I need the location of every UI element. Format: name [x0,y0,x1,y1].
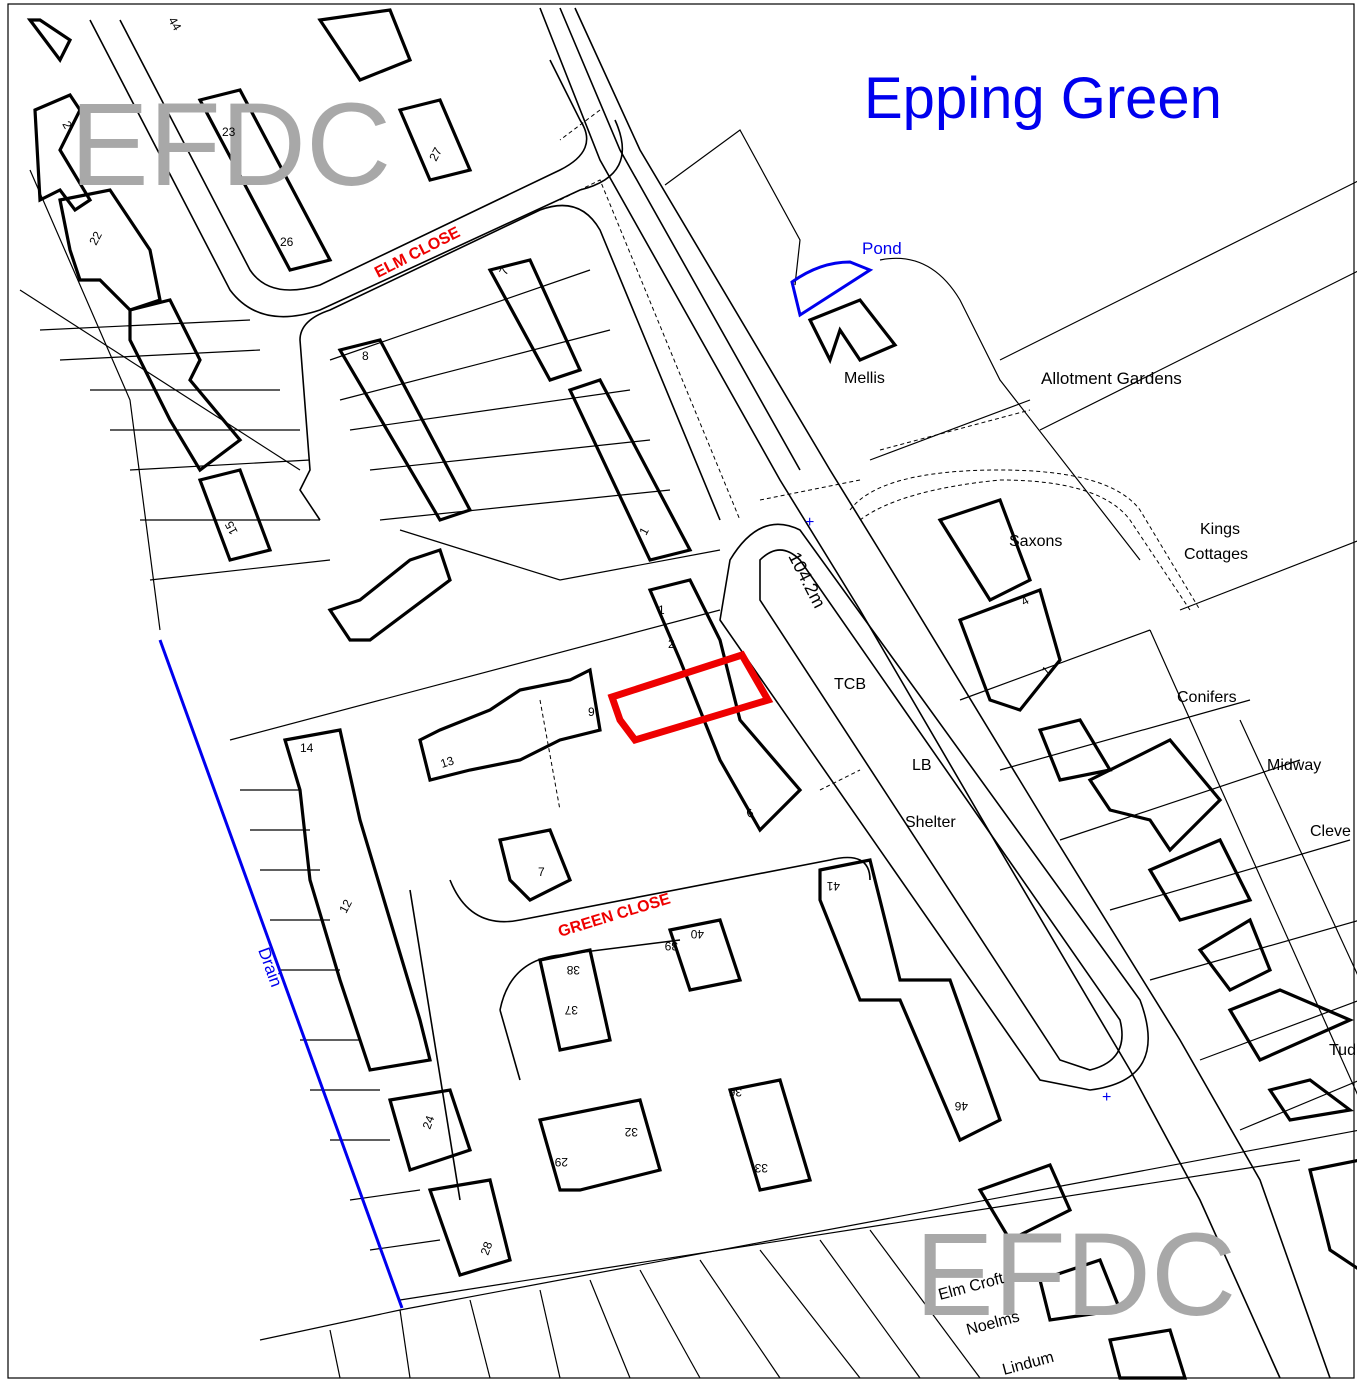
house-number: 29 [554,1155,568,1169]
survey-mark: + [1102,1089,1111,1106]
label-mellis: Mellis [844,370,885,387]
house-number: 36 [728,1085,742,1099]
house-number: 2 [668,637,675,651]
label-kings-cottages: Kings Cottages [1184,521,1248,563]
house-number: 32 [624,1125,638,1139]
house-number: 1 [658,603,665,617]
label-tud: Tud [1329,1042,1356,1059]
house-number: 44 [165,15,184,34]
label-kings-cottages-text: Kings [1200,521,1240,538]
label-cleve: Cleve [1310,823,1351,840]
house-number: 12 [336,897,355,916]
house-number: 39 [664,939,678,953]
watermark-top: EFDC [70,79,391,211]
house-number: 26 [280,235,294,249]
label-shelter: Shelter [905,814,956,831]
house-number: 46 [954,1099,968,1113]
house-number: 7 [538,865,545,879]
house-number: 24 [420,1113,438,1131]
map-title: Epping Green [864,66,1222,131]
house-number: 40 [690,927,704,941]
house-number: 38 [566,963,580,977]
house-number: 33 [754,1161,768,1175]
label-tcb: TCB [834,676,866,693]
house-number: 22 [86,229,105,248]
label-saxons: Saxons [1009,533,1062,550]
house-number: 23 [222,125,236,139]
label-kings-cottages-line2: Cottages [1184,546,1248,563]
buildings [26,8,1357,1380]
label-midway: Midway [1267,757,1321,774]
house-number: 15 [222,519,241,538]
road-network [19,7,1357,1379]
house-number: 27 [426,145,445,164]
watermark-bottom: EFDC [915,1209,1236,1341]
house-number: 6 [745,805,756,820]
house-number: 37 [564,1003,578,1017]
label-lb: LB [912,757,932,774]
label-allotment: Allotment Gardens [1041,369,1182,388]
label-pond: Pond [862,239,902,258]
drain-line [158,639,404,1309]
label-conifers: Conifers [1177,689,1237,706]
map-frame [7,3,1355,1379]
house-number: 14 [300,741,314,755]
house-number: 9 [588,705,595,719]
house-numbers: 44 2 23 27 22 26 7 8 15 1 1 2 9 14 13 6 … [59,15,1053,1258]
house-number: 41 [826,879,840,893]
site-boundary [607,650,774,745]
house-number: 13 [439,753,456,771]
house-number: 28 [478,1239,496,1257]
pond [790,260,874,318]
house-number: 8 [362,349,369,363]
survey-mark: + [805,514,814,531]
